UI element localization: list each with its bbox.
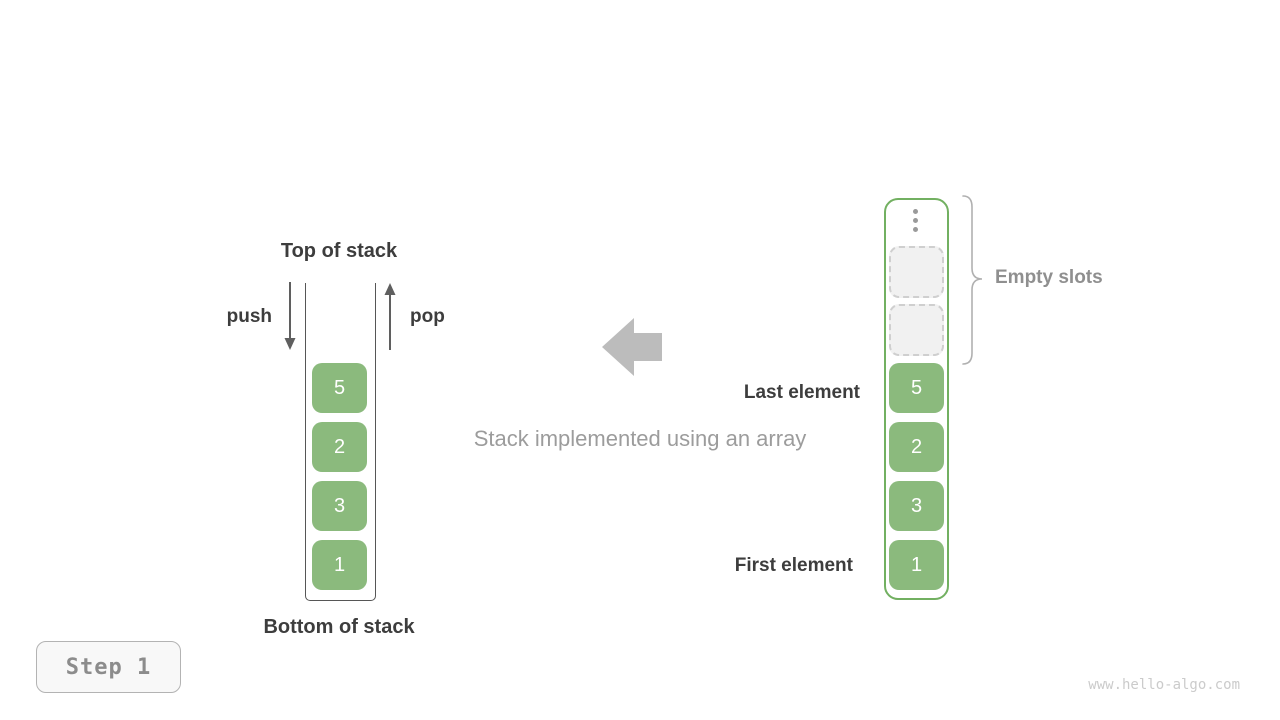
curly-brace-icon: [962, 195, 983, 365]
last-element-label: Last element: [743, 382, 860, 403]
push-label: push: [226, 306, 272, 327]
bottom-of-stack-label: Bottom of stack: [263, 616, 415, 638]
top-of-stack-label: Top of stack: [280, 240, 398, 262]
empty-slots-label: Empty slots: [995, 267, 1103, 288]
stack-element: 2: [312, 422, 367, 472]
array-element: 5: [889, 363, 944, 413]
stack-container: [305, 283, 376, 601]
up-arrow-icon: [384, 283, 396, 350]
first-element-label: First element: [734, 555, 853, 576]
array-element: 3: [889, 481, 944, 531]
stack-element: 1: [312, 540, 367, 590]
diagram-caption: Stack implemented using an array: [473, 426, 807, 451]
stack-element: 5: [312, 363, 367, 413]
empty-slot: [889, 246, 944, 298]
array-element: 2: [889, 422, 944, 472]
stack-element: 3: [312, 481, 367, 531]
watermark: www.hello-algo.com: [1088, 677, 1240, 693]
array-element: 1: [889, 540, 944, 590]
step-badge: Step 1: [36, 641, 181, 693]
empty-slot: [889, 304, 944, 356]
down-arrow-icon: [284, 282, 296, 350]
left-arrow-icon: [602, 318, 662, 376]
pop-label: pop: [410, 306, 445, 327]
vertical-ellipsis-icon: [913, 209, 918, 232]
